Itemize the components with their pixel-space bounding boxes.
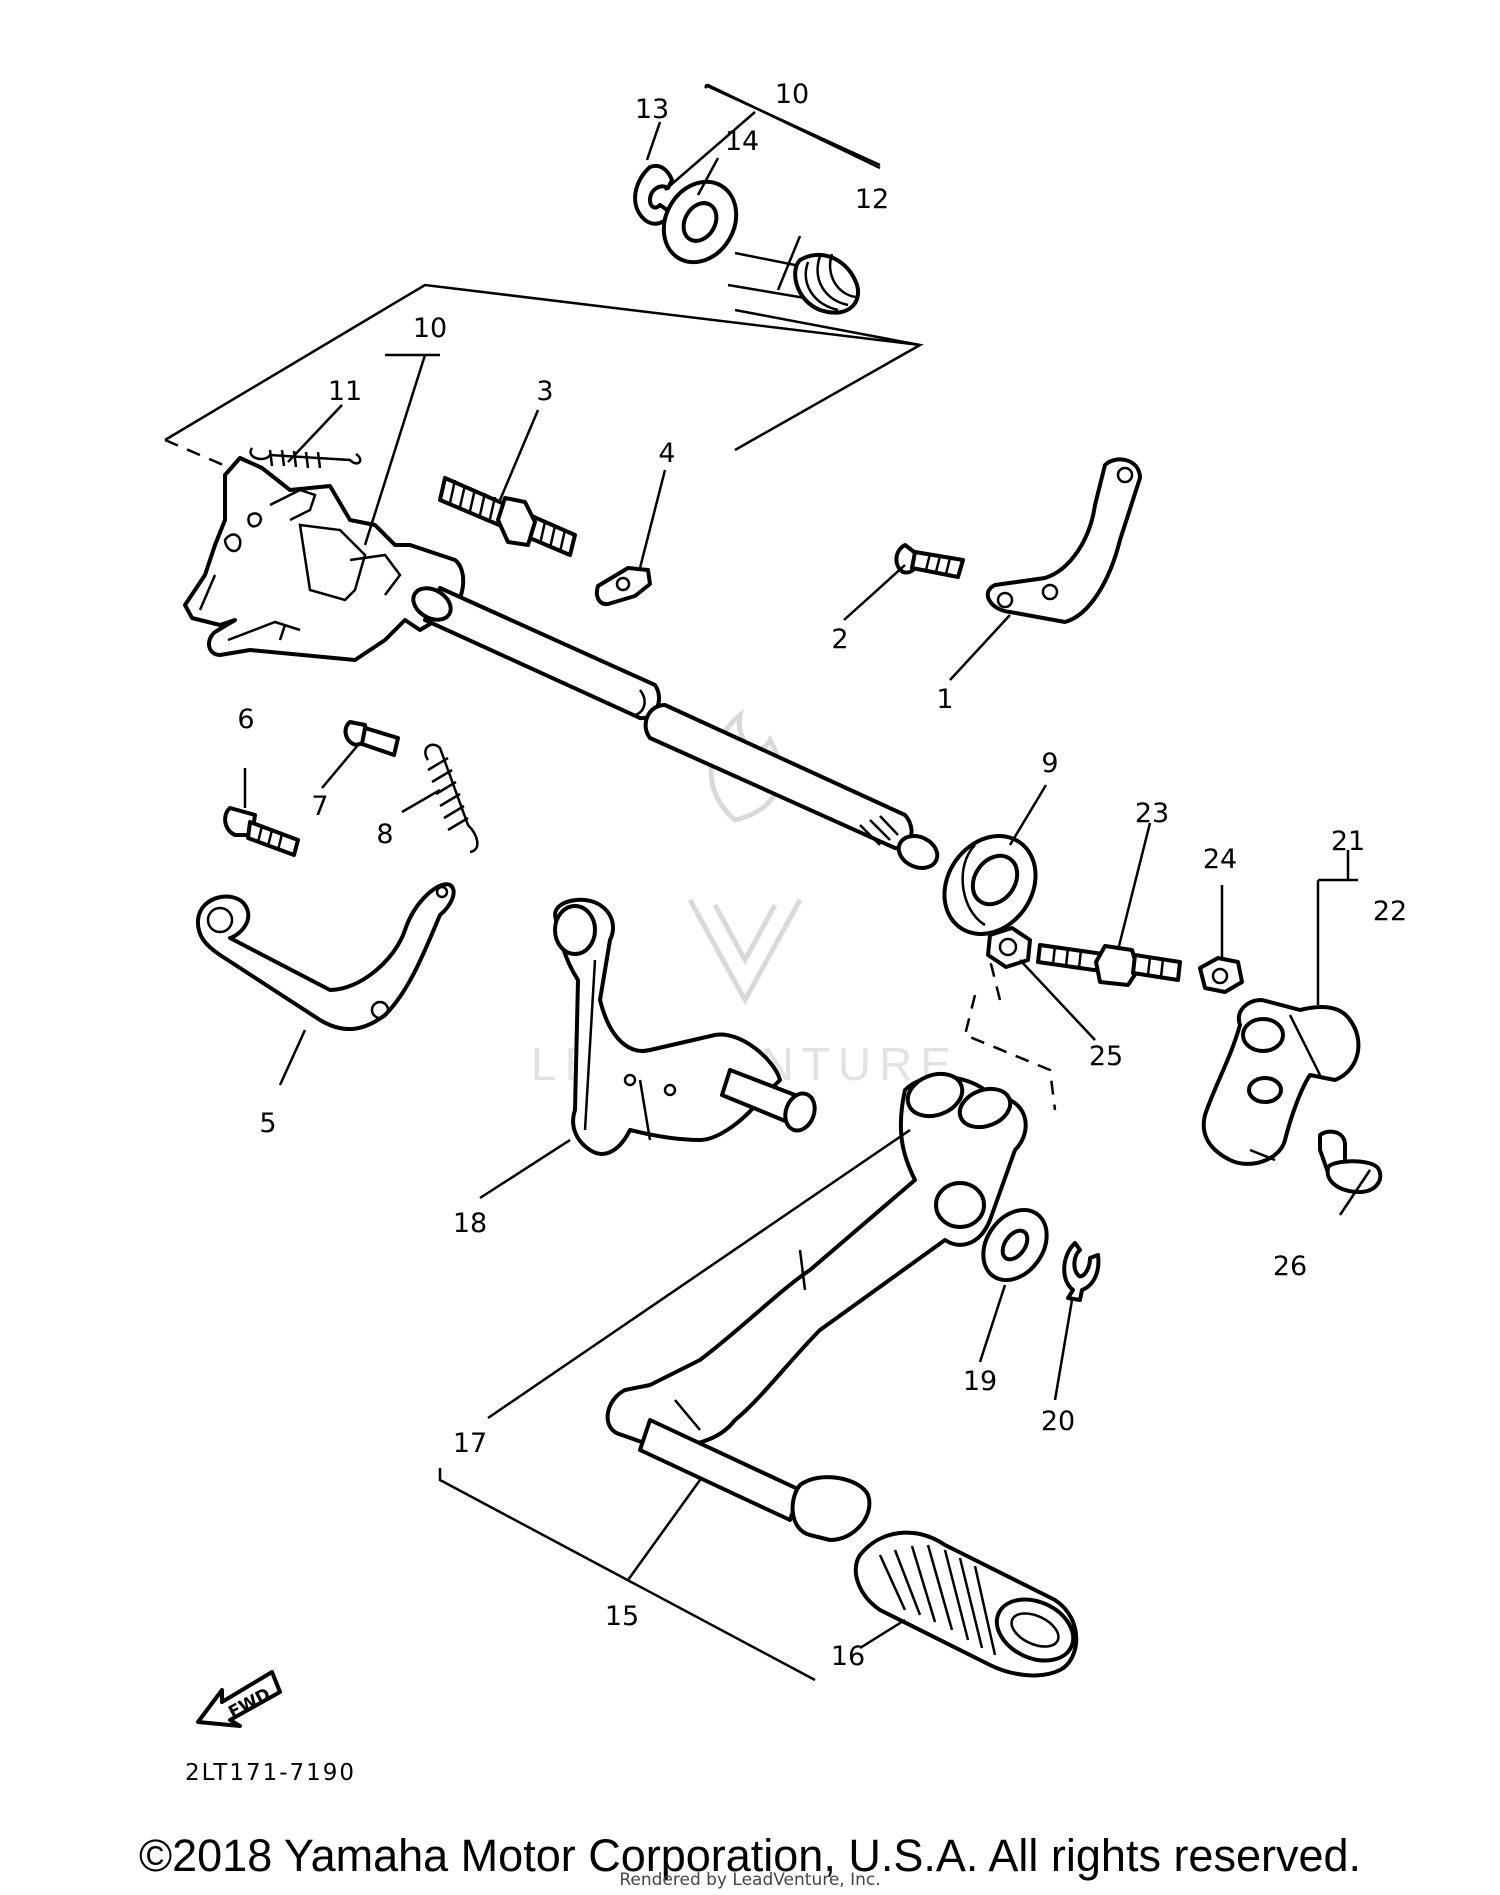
shift-lever-18 [553,897,817,1156]
callout-16: 16 [831,1641,865,1672]
rod-end-joint-21 [1201,998,1361,1166]
bolt-26 [1318,1129,1383,1194]
callout-13: 13 [635,94,669,125]
callout-21: 21 [1331,826,1365,857]
callout-20: 20 [1041,1406,1075,1437]
callout-3: 3 [536,376,553,407]
callout-26: 26 [1273,1251,1307,1282]
guide-plate-1 [985,457,1142,624]
stud-bolt-3 [438,476,577,557]
callout-9: 9 [1041,748,1058,779]
bolt-6 [223,806,300,857]
callout-17: 17 [453,1428,487,1459]
copyright-notice: ©2018 Yamaha Motor Corporation, U.S.A. A… [138,1830,1362,1881]
bolt-7 [343,720,400,757]
callout-14: 14 [725,126,759,157]
shift-pedal-arm-15 [638,1418,872,1542]
stopper-plate-4 [594,566,652,607]
callout-1: 1 [936,684,953,715]
callout-19: 19 [963,1366,997,1397]
shift-shaft-arm-10 [183,456,940,870]
callout-2: 2 [831,624,848,655]
circlip-20 [1062,1241,1101,1302]
group-outline-shift-arm [164,283,924,452]
shift-pedal-17 [605,1071,1028,1449]
callout-23: 23 [1135,798,1169,829]
callout-10-left: 10 [413,313,447,344]
diagram-code: 2LT171-7190 [185,1760,357,1786]
callout-5: 5 [259,1108,276,1139]
washer-14 [661,179,739,265]
callout-18: 18 [453,1208,487,1239]
callout-8: 8 [376,819,393,850]
tie-rod-23 [1036,943,1182,987]
washer-19 [981,1207,1049,1283]
stopper-plate-4-hole [615,576,631,592]
group-outline-shift-arm-left [164,438,236,472]
fwd-arrow-icon: FWD [196,1670,282,1728]
callout-11: 11 [328,376,362,407]
screw-2 [894,543,965,579]
rendered-by-note: Rendered by LeadVenture, Inc. [619,1870,881,1890]
callout-25: 25 [1089,1041,1123,1072]
torsion-spring-12 [727,251,861,315]
callout-24: 24 [1203,844,1237,875]
callout-4: 4 [658,438,675,469]
callout-10-top: 10 [775,79,809,110]
spring-11 [249,447,362,469]
callout-15: 15 [605,1601,639,1632]
oil-seal-9 [942,834,1038,936]
group-outline-tie-rod [963,959,1057,1111]
circlip-13 [633,163,674,226]
callout-22: 22 [1373,896,1407,927]
nut-25 [986,926,1032,969]
pedal-rubber-16 [853,1530,1079,1678]
callout-7: 7 [311,791,328,822]
leader-lines [243,83,1372,1682]
nut-24 [1198,956,1244,994]
shift-lever-5 [195,882,456,1032]
callout-6: 6 [237,704,254,735]
callout-12: 12 [855,184,889,215]
spring-8 [424,743,479,854]
